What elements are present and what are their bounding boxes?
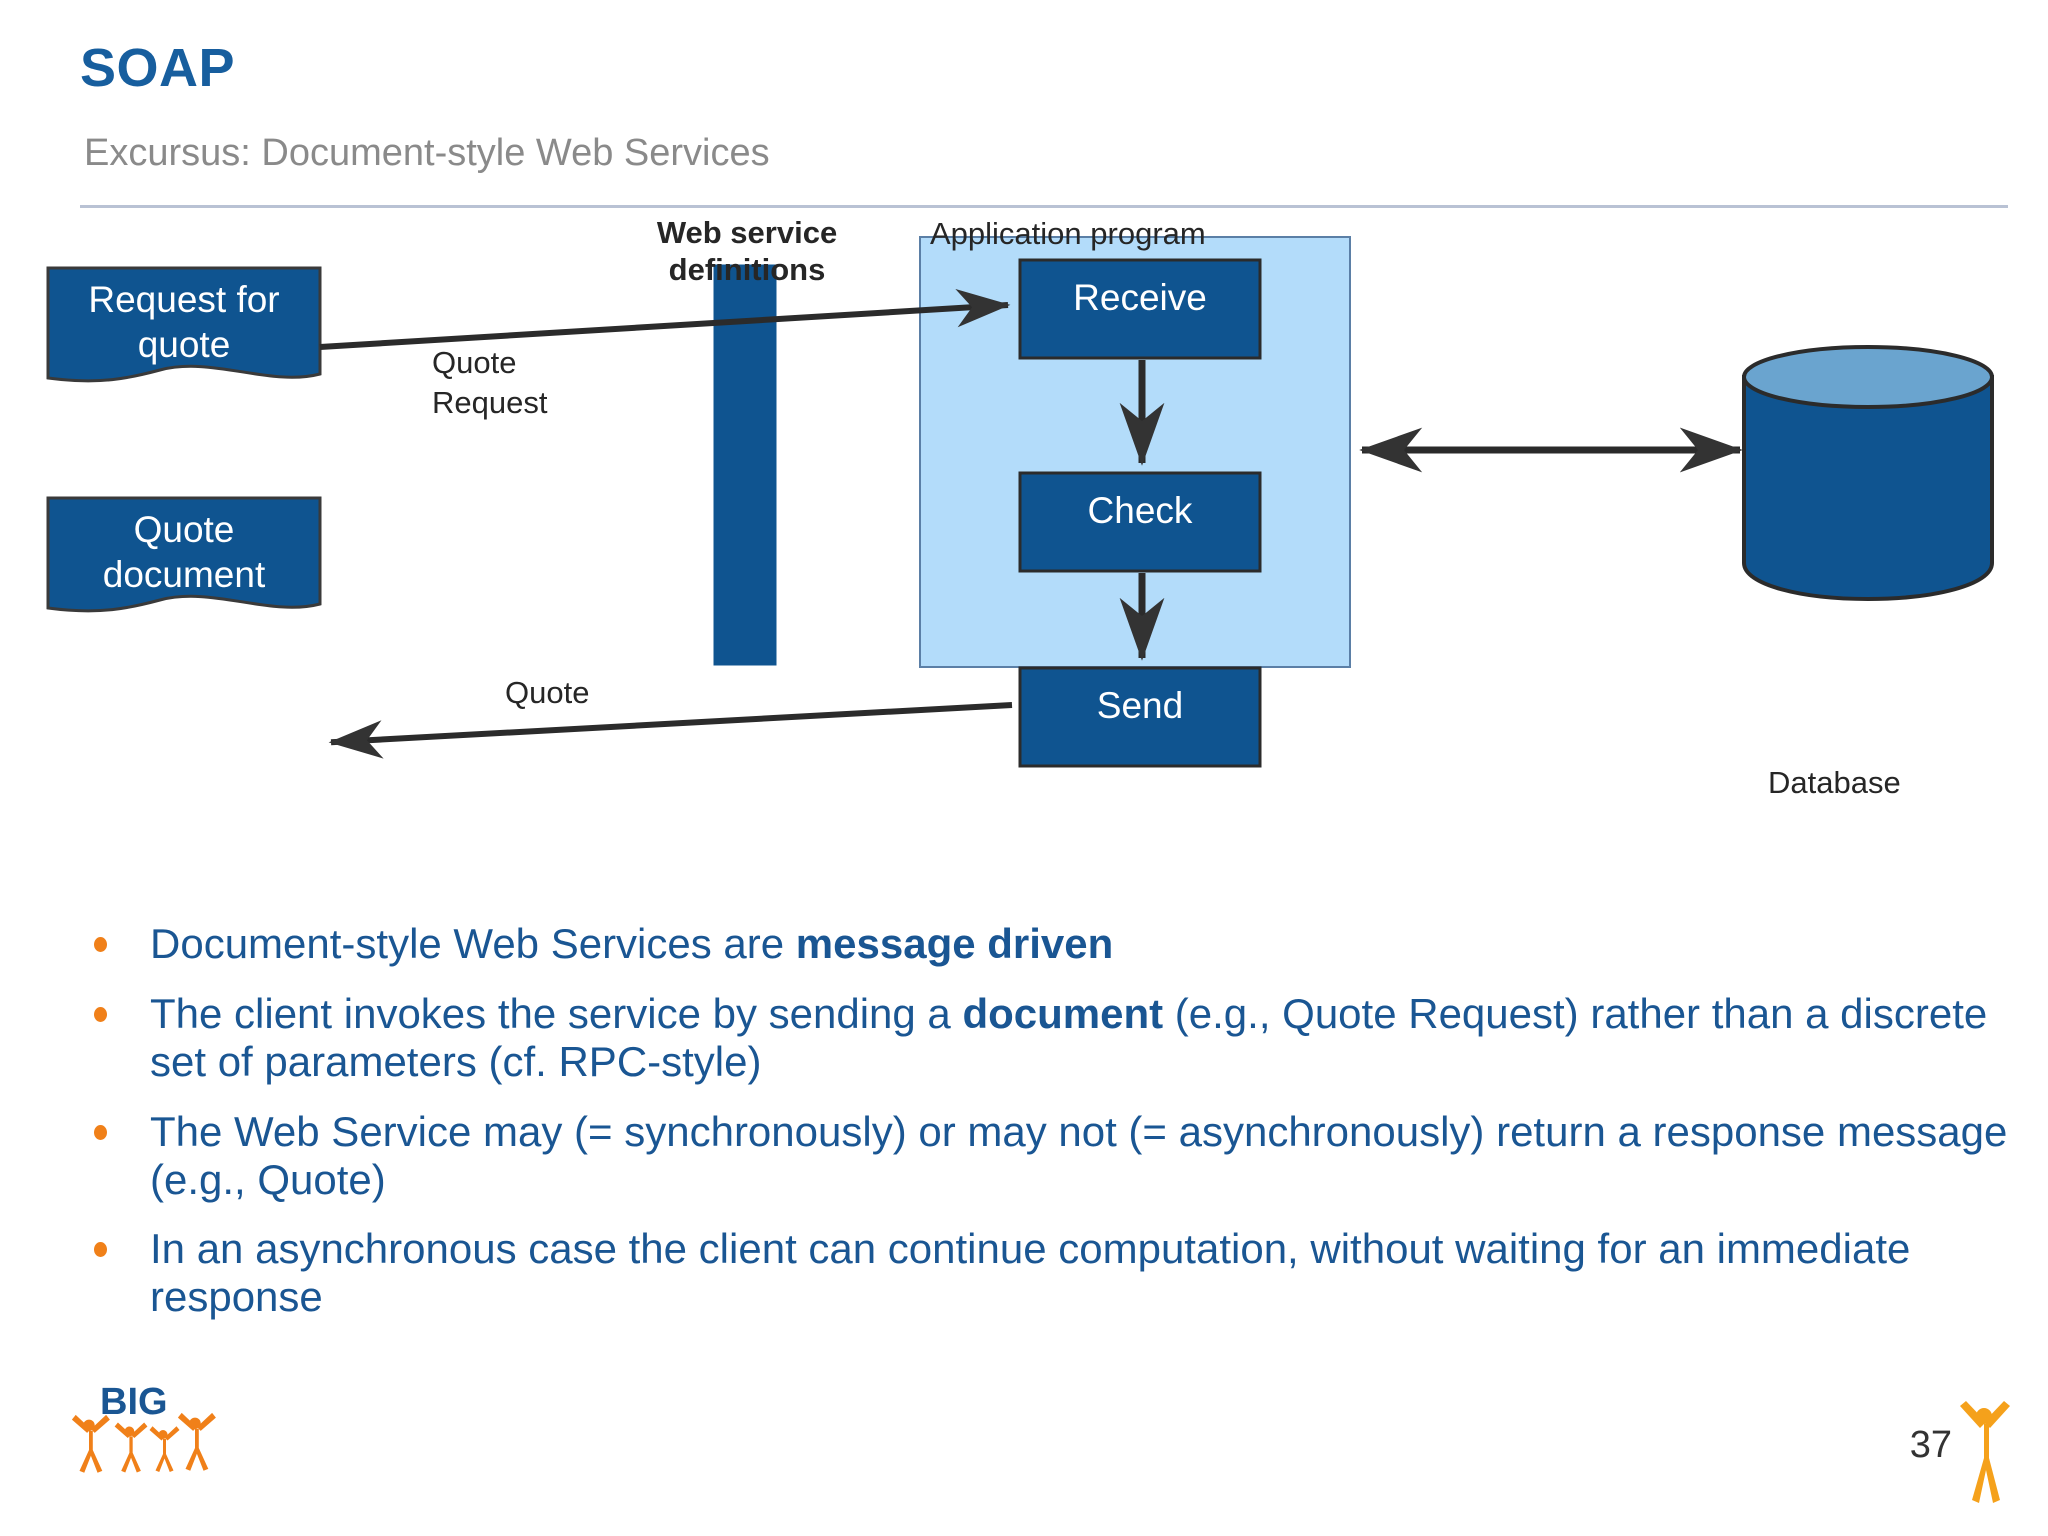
bullet-dot-icon (94, 1006, 107, 1022)
page-title: SOAP (80, 38, 236, 98)
bullet-text-3: In an asynchronous case the client can c… (150, 1225, 1910, 1320)
bullet-run: In an asynchronous case the client can c… (150, 1225, 1911, 1321)
bullet-text-0: Document-style Web Services are message … (150, 920, 1113, 967)
label-application-program: Application program (930, 216, 1206, 251)
bullet-run: The Web Service may (= synchronously) or… (150, 1107, 2008, 1203)
bullet-dot-icon (94, 937, 107, 952)
label-wsdef-line1: Web service (656, 215, 838, 250)
label-quote-request: Quote Request (432, 343, 547, 422)
bullet-text-1: The client invokes the service by sendin… (150, 990, 1987, 1085)
label-quote-request-line2: Request (432, 384, 548, 420)
label-database: Database (1768, 765, 1901, 800)
arrow-quote-response (328, 702, 1013, 759)
bullet-run: (e.g., Quote Request) rather than a disc… (150, 989, 1988, 1085)
bullet-run: Document-style Web Services are (150, 920, 796, 967)
process-box-check (1018, 471, 1262, 573)
logo-figures-icon (71, 1412, 216, 1473)
list-item: In an asynchronous case the client can c… (78, 1225, 2018, 1321)
process-box-receive (1018, 258, 1262, 360)
big-logo: BIG (58, 1378, 248, 1498)
process-box-send (1018, 666, 1262, 768)
label-quote: Quote (505, 675, 590, 710)
header-divider (80, 205, 2008, 208)
bullet-list: Document-style Web Services are message … (78, 920, 2018, 1343)
page-subtitle: Excursus: Document-style Web Services (84, 132, 770, 174)
bullet-emphasis: message driven (795, 920, 1114, 967)
architecture-diagram: Web service definitions Application prog… (0, 215, 2048, 890)
bullet-text-2: The Web Service may (= synchronously) or… (150, 1108, 2007, 1203)
big-logo-svg: BIG (71, 1381, 216, 1473)
label-quote-request-line1: Quote (432, 345, 517, 380)
bullet-dot-icon (94, 1124, 107, 1140)
document-shape-quote-document (46, 496, 322, 613)
label-web-service-definitions: Web service definitions (612, 215, 882, 288)
bullet-emphasis: document (962, 989, 1164, 1037)
label-wsdef-line2: definitions (668, 251, 826, 287)
list-item: The Web Service may (= synchronously) or… (78, 1108, 2018, 1204)
web-service-definitions-bar (713, 264, 777, 666)
arrow-quote-request (319, 288, 1011, 350)
bullet-run: The client invokes the service by sendin… (150, 989, 963, 1037)
page-figure-icon (1956, 1400, 2012, 1510)
database-cylinder-icon (1742, 345, 1994, 602)
bullet-dot-icon (94, 1242, 107, 1258)
list-item: The client invokes the service by sendin… (78, 990, 2018, 1086)
big-logo-wordmark: BIG (100, 1381, 168, 1423)
diagram-canvas (46, 236, 1994, 768)
page-number: 37 (1909, 1424, 1952, 1466)
list-item: Document-style Web Services are message … (78, 920, 2018, 968)
document-shape-request-for-quote (46, 266, 322, 383)
